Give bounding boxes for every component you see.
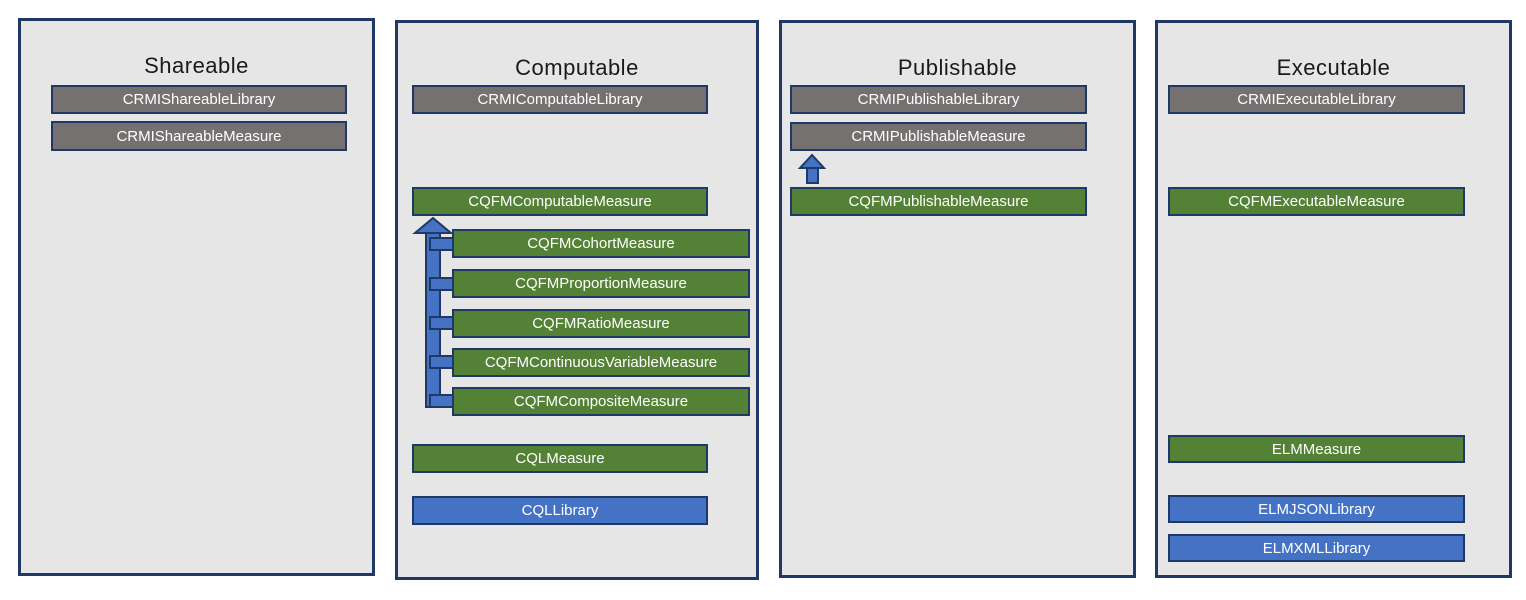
box-crmi-executable-library: CRMIExecutableLibrary (1168, 85, 1465, 114)
box-cqfm-composite-measure: CQFMCompositeMeasure (452, 387, 750, 416)
panel-executable-title: Executable (1276, 55, 1391, 80)
box-crmi-computable-library: CRMIComputableLibrary (412, 85, 708, 114)
box-crmi-shareable-library: CRMIShareableLibrary (51, 85, 347, 114)
box-crmi-publishable-library: CRMIPublishableLibrary (790, 85, 1087, 114)
box-cqfm-publishable-measure: CQFMPublishableMeasure (790, 187, 1087, 216)
box-elm-xml-library: ELMXMLLibrary (1168, 534, 1465, 562)
panel-computable-title: Computable (515, 55, 639, 80)
box-cqfm-continuous-variable-measure: CQFMContinuousVariableMeasure (452, 348, 750, 377)
box-cql-library: CQLLibrary (412, 496, 708, 525)
box-cql-measure: CQLMeasure (412, 444, 708, 473)
panel-publishable-title: Publishable (897, 55, 1018, 80)
box-elm-json-library: ELMJSONLibrary (1168, 495, 1465, 523)
box-cqfm-ratio-measure: CQFMRatioMeasure (452, 309, 750, 338)
box-cqfm-cohort-measure: CQFMCohortMeasure (452, 229, 750, 258)
box-cqfm-executable-measure: CQFMExecutableMeasure (1168, 187, 1465, 216)
box-elm-measure: ELMMeasure (1168, 435, 1465, 463)
box-crmi-shareable-measure: CRMIShareableMeasure (51, 121, 347, 151)
box-cqfm-computable-measure: CQFMComputableMeasure (412, 187, 708, 216)
box-cqfm-proportion-measure: CQFMProportionMeasure (452, 269, 750, 298)
panel-shareable-title: Shareable (144, 53, 249, 78)
box-crmi-publishable-measure: CRMIPublishableMeasure (790, 122, 1087, 151)
